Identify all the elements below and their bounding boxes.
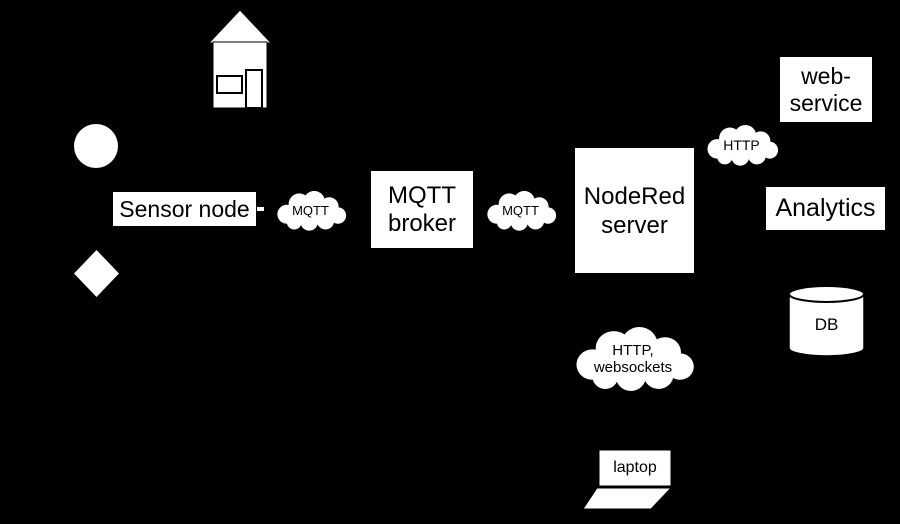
cloud-icon [707,124,779,166]
circle-shape-icon [74,124,118,168]
cloud-mqtt-right: MQTT [483,189,558,232]
cloud-http-websockets-line1: HTTP, [612,341,654,359]
node-web-service: web- service [780,57,872,122]
node-nodered-label-line2: server [601,211,668,239]
node-nodered-label-line1: NodeRed [583,182,686,210]
node-nodered-server: NodeRed server [575,148,694,273]
house-icon [209,10,271,109]
cloud-icon [487,190,557,231]
cloud-mqtt-left-label: MQTT [292,203,329,218]
node-laptop-label: laptop [613,459,657,476]
node-sensor: Sensor node [113,192,256,226]
cloud-mqtt-right-label: MQTT [502,203,539,218]
house-window-icon [216,75,243,94]
cloud-icon [277,190,347,231]
node-db: DB [788,285,865,357]
node-web-service-label-line2: service [789,89,863,116]
node-mqtt-broker: MQTT broker [371,171,473,248]
house-door-icon [245,69,263,109]
cloud-http-label: HTTP [723,137,760,153]
diamond-shape-icon [74,250,119,297]
cloud-http-websockets: HTTP, websockets [569,324,697,393]
cloud-http: HTTP [703,123,780,167]
node-analytics: Analytics [766,187,885,230]
node-analytics-label: Analytics [775,194,876,222]
node-mqtt-broker-label-line2: broker [387,209,457,237]
node-laptop: laptop [583,450,674,510]
node-sensor-label: Sensor node [119,195,250,222]
cloud-http-websockets-label: HTTP, websockets [569,324,697,393]
laptop-icon [583,450,673,510]
cloud-mqtt-left: MQTT [273,189,348,232]
node-db-label: DB [814,315,839,334]
node-mqtt-broker-label-line1: MQTT [388,181,456,209]
node-web-service-label-line1: web- [801,62,851,89]
connector-stub [257,207,264,211]
cloud-http-websockets-line2: websockets [593,358,673,376]
database-cylinder-icon [788,285,865,357]
cloud-icon [576,327,694,391]
